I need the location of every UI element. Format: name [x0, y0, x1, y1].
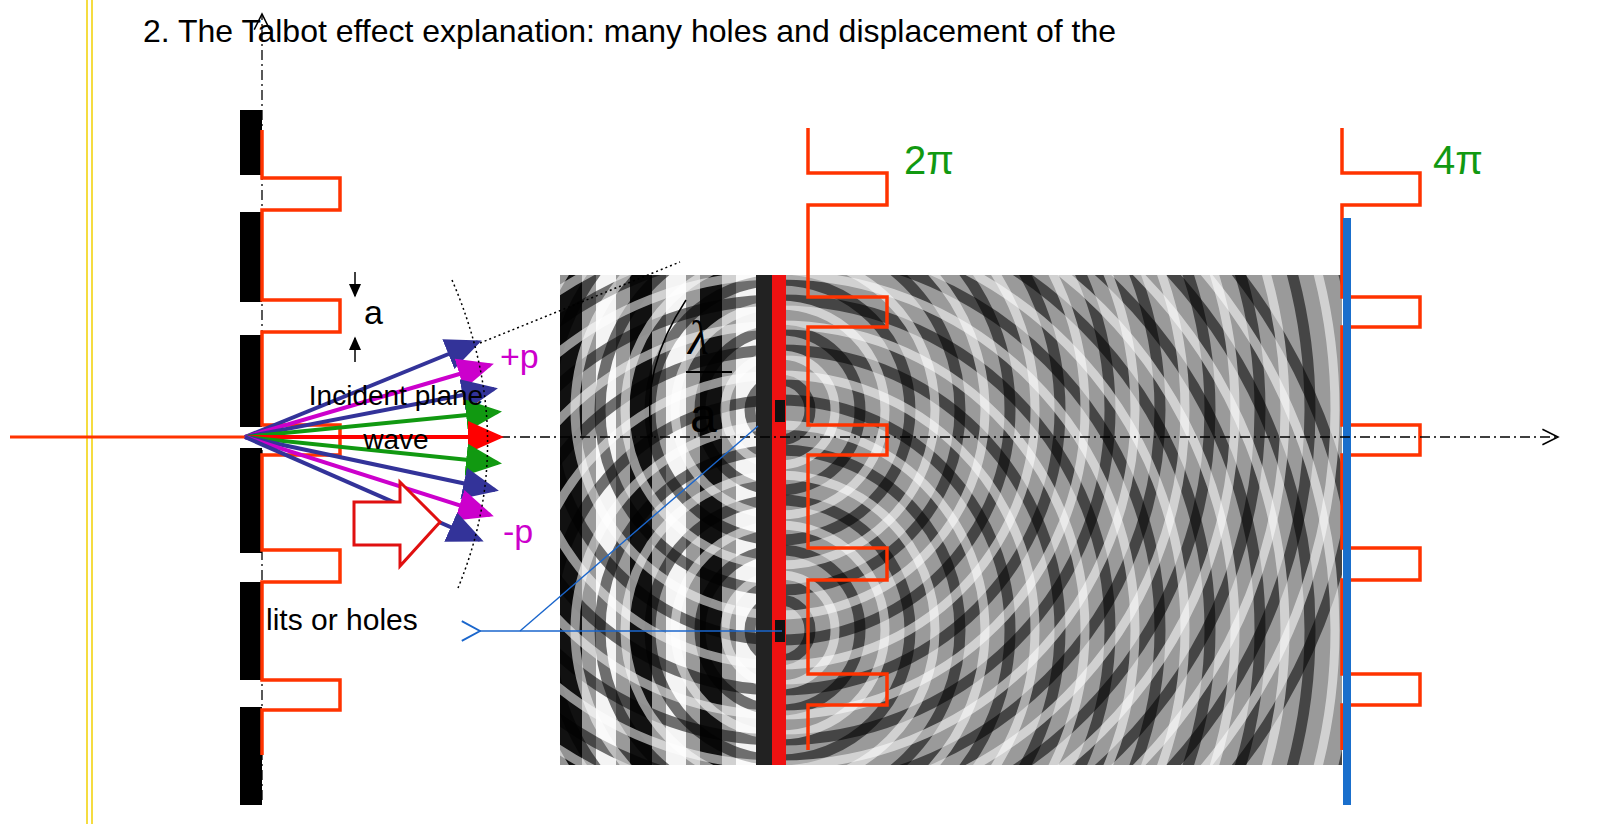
- order-label: +p: [500, 338, 539, 375]
- order-label: -p: [503, 513, 533, 550]
- slide-title: 2. The Talbot effect explanation: many h…: [143, 14, 1116, 49]
- phase-label: 2π: [904, 138, 954, 182]
- wave-label: Incident plane wave: [276, 374, 516, 462]
- phase-label: 4π: [1433, 138, 1483, 182]
- dimension-label: a: [364, 294, 383, 331]
- angle-denominator: a: [690, 390, 717, 443]
- angle-numerator: λ: [688, 312, 709, 365]
- slits-label: lits or holes: [266, 603, 418, 636]
